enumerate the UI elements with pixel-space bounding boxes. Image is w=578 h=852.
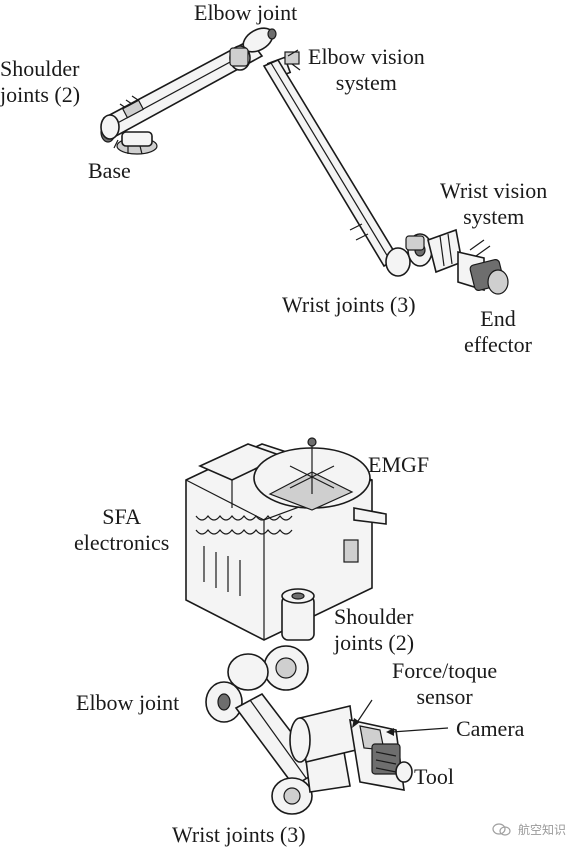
label-end-effector: End effector — [464, 306, 532, 357]
label-bottom-wrist-joints: Wrist joints (3) — [172, 822, 306, 847]
label-force-toque-sensor: Force/toque sensor — [392, 658, 498, 709]
upper-boom — [100, 38, 264, 140]
wrist-joints-drawing — [385, 228, 463, 277]
watermark: 航空知识 — [492, 821, 566, 838]
leader-arrows — [352, 699, 449, 736]
end-effector-drawing — [457, 239, 509, 295]
label-base: Base — [88, 158, 131, 183]
wechat-icon — [492, 822, 511, 836]
label-bottom-shoulder-joints: Shoulder joints (2) — [334, 604, 415, 655]
label-top-shoulder-joints: Shoulder joints (2) — [0, 56, 81, 107]
tool-assembly-drawing — [289, 705, 413, 791]
watermark-text: 航空知识 — [517, 823, 566, 837]
label-emgf: EMGF — [368, 452, 430, 477]
bottom-arm-drawing — [185, 437, 413, 815]
elbow-joint-drawing — [229, 27, 277, 71]
label-sfa-electronics: SFA electronics — [74, 504, 170, 555]
top-arm-drawing — [100, 27, 509, 295]
label-bottom-elbow-joint: Elbow joint — [76, 690, 180, 715]
emgf-drawing — [253, 437, 387, 563]
shoulder-joints-drawing — [263, 588, 315, 691]
label-top-wrist-joints: Wrist joints (3) — [282, 292, 416, 317]
label-top-elbow-joint: Elbow joint — [194, 0, 298, 25]
elbow-drawing — [205, 653, 322, 788]
label-tool: Tool — [414, 764, 455, 789]
label-wrist-vision-system: Wrist vision system — [440, 178, 548, 229]
label-camera: Camera — [456, 716, 525, 741]
label-elbow-vision-system: Elbow vision system — [308, 44, 425, 95]
electronics-coils — [195, 515, 293, 596]
